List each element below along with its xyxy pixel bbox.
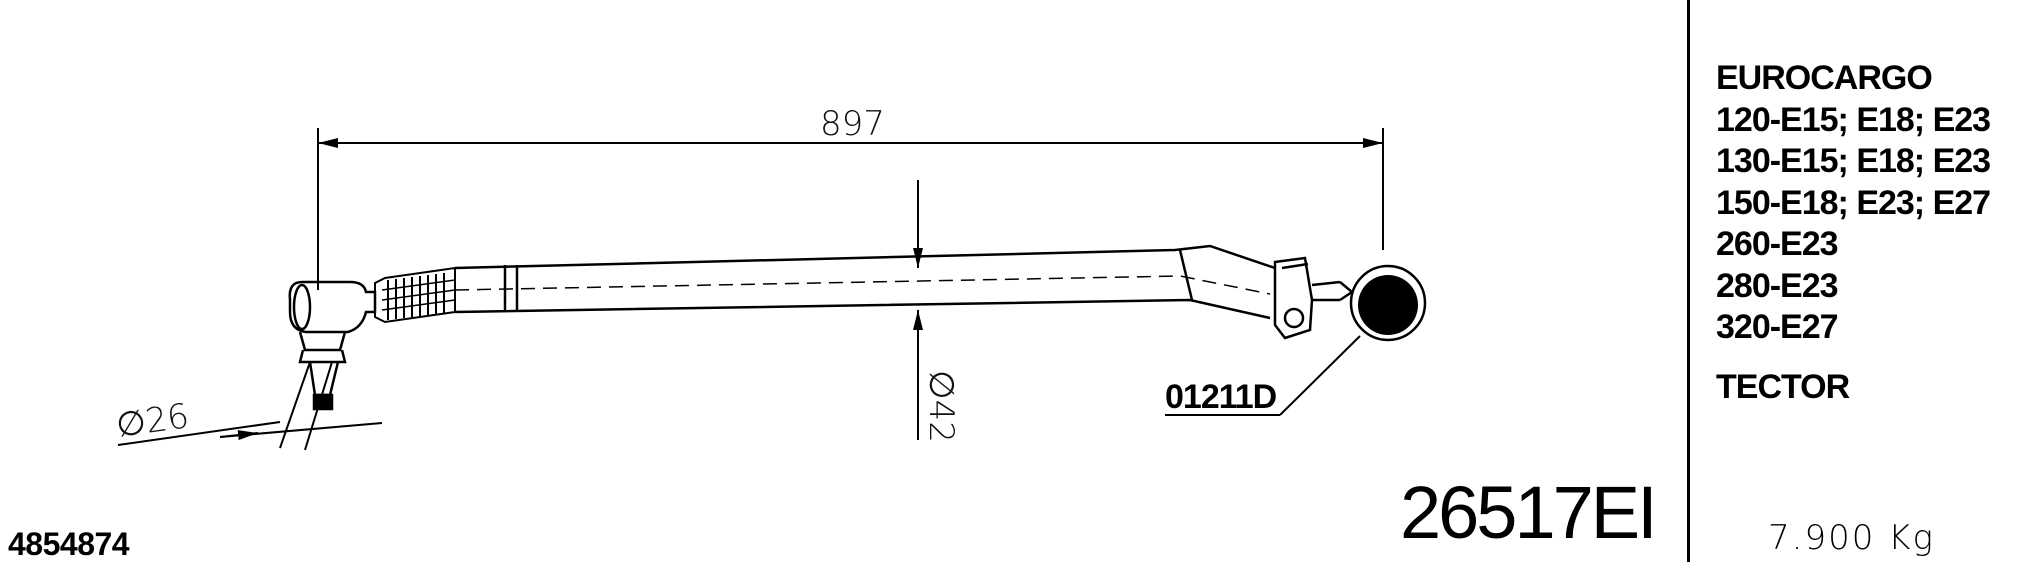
- application-line: 120-E15; E18; E23: [1716, 100, 1991, 139]
- part-number: 26517EI: [1400, 471, 1658, 554]
- application-line: 150-E18; E23; E27: [1716, 183, 1991, 222]
- application-line: 320-E27: [1716, 308, 1839, 346]
- right-ball-joint: [1349, 264, 1427, 342]
- threaded-section: [374, 266, 456, 324]
- clamp-ref-label: 01211D: [1165, 378, 1277, 416]
- length-dimension-label: 897: [820, 104, 885, 144]
- application-line: 260-E23: [1716, 225, 1839, 263]
- tube-body: [454, 244, 1276, 320]
- application-line: EUROCARGO: [1716, 59, 1933, 97]
- ball-diameter-label: ∅26: [114, 396, 192, 446]
- left-ball-joint: [288, 280, 377, 411]
- length-dimension: [317, 128, 1384, 290]
- tube-diameter-label: ∅42: [921, 370, 961, 443]
- application-extra: TECTOR: [1716, 367, 1850, 406]
- ball-diameter-dimension: [117, 361, 383, 451]
- oe-number: 4854874: [8, 526, 130, 562]
- clamp-ref-leader: [1165, 335, 1361, 416]
- panel-divider: [1687, 0, 1690, 562]
- right-clamp: [1273, 256, 1355, 340]
- weight-label: 7.900 Kg: [1768, 518, 1935, 558]
- applications-list: EUROCARGO 120-E15; E18; E23 130-E15; E18…: [1716, 58, 2036, 408]
- application-line: 280-E23: [1716, 266, 1839, 305]
- application-line: 130-E15; E18; E23: [1716, 142, 1991, 180]
